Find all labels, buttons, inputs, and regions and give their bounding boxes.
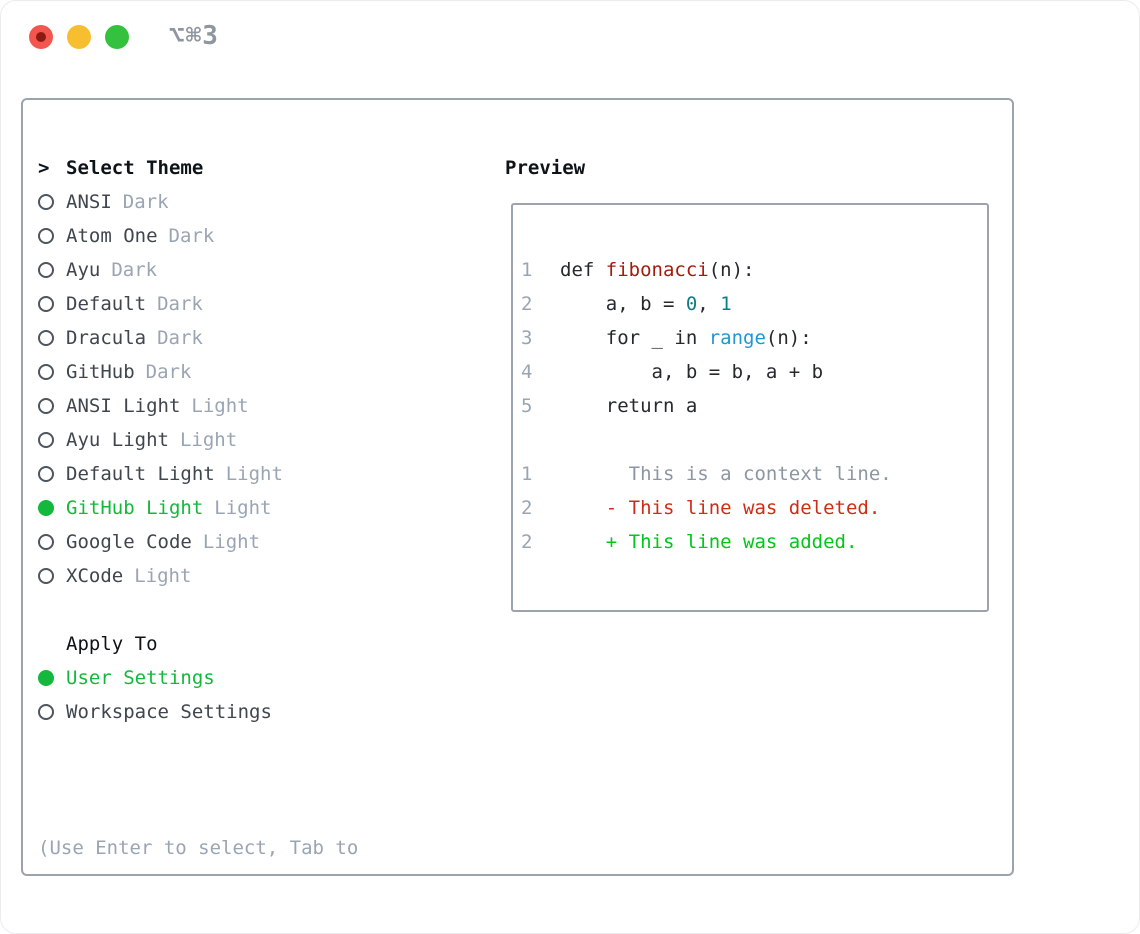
theme-option-ansi-dark[interactable]: ANSI Dark xyxy=(38,185,498,219)
theme-variant: Dark xyxy=(145,361,192,383)
builtin-token: range xyxy=(708,327,766,349)
theme-name: XCode xyxy=(66,565,124,587)
theme-option-default-light[interactable]: Default Light Light xyxy=(38,457,498,491)
theme-name: Dracula xyxy=(66,327,147,349)
radio-icon xyxy=(38,432,54,448)
apply-to-header: Apply To xyxy=(38,627,498,661)
theme-name: GitHub xyxy=(66,361,135,383)
select-theme-label: Select Theme xyxy=(66,157,204,179)
theme-option-ayu-dark[interactable]: Ayu Dark xyxy=(38,253,498,287)
code-line: 2 a, b = 0, 1 xyxy=(521,287,987,321)
theme-variant: Dark xyxy=(157,327,203,349)
radio-icon xyxy=(38,398,54,414)
radio-icon xyxy=(38,534,54,550)
function-token: fibonacci xyxy=(605,259,709,281)
apply-option-label: Workspace Settings xyxy=(66,701,272,723)
number-token: 1 xyxy=(720,293,732,315)
diff-added-line: 2 + This line was added. xyxy=(521,525,987,559)
line-number: 1 xyxy=(521,259,533,281)
radio-selected-icon xyxy=(38,500,54,516)
code-line: 4 a, b = b, a + b xyxy=(521,355,987,389)
theme-variant: Dark xyxy=(122,191,169,213)
theme-name: GitHub Light xyxy=(66,497,204,519)
fullscreen-button[interactable] xyxy=(105,25,129,49)
theme-option-github-light[interactable]: GitHub Light Light xyxy=(38,491,498,525)
theme-name: Ayu Light xyxy=(66,429,169,451)
theme-name: ANSI xyxy=(66,191,112,213)
close-button[interactable] xyxy=(29,25,53,49)
theme-name: Default Light xyxy=(66,463,215,485)
theme-name: Ayu xyxy=(66,259,101,281)
theme-name: Atom One xyxy=(66,225,158,247)
apply-option-user-settings[interactable]: User Settings xyxy=(38,661,498,695)
code-line: 3 for _ in range(n): xyxy=(521,321,987,355)
radio-icon xyxy=(38,466,54,482)
diff-deleted-line: 2 - This line was deleted. xyxy=(521,491,987,525)
theme-option-github-dark[interactable]: GitHub Dark xyxy=(38,355,498,389)
apply-to-section: Apply To User Settings Workspace Setting… xyxy=(38,627,498,729)
theme-variant: Light xyxy=(214,497,272,519)
theme-variant: Light xyxy=(179,429,238,451)
line-number: 4 xyxy=(521,361,533,383)
theme-option-default-dark[interactable]: Default Dark xyxy=(38,287,498,321)
theme-option-google-code[interactable]: Google Code Light xyxy=(38,525,498,559)
theme-option-xcode[interactable]: XCode Light xyxy=(38,559,498,593)
minimize-button[interactable] xyxy=(67,25,91,49)
apply-to-label: Apply To xyxy=(66,633,158,655)
apply-option-label: User Settings xyxy=(66,667,215,689)
code-line: 1 def fibonacci(n): xyxy=(521,253,987,287)
number-token: 0 xyxy=(685,293,698,315)
line-number: 2 xyxy=(521,497,533,519)
theme-variant: Dark xyxy=(168,225,215,247)
preview-pane: 1 def fibonacci(n): 2 a, b = 0, 1 3 for … xyxy=(511,203,989,612)
radio-icon xyxy=(38,568,54,584)
theme-option-dracula-dark[interactable]: Dracula Dark xyxy=(38,321,498,355)
window-title: ⌥⌘3 xyxy=(169,21,219,51)
line-number: 2 xyxy=(521,531,533,553)
help-line: (Use Enter to select, Tab to xyxy=(38,837,359,859)
theme-option-ayu-light[interactable]: Ayu Light Light xyxy=(38,423,498,457)
theme-variant: Light xyxy=(191,395,249,417)
radio-icon xyxy=(38,704,54,720)
focus-caret-icon: > xyxy=(38,157,50,179)
theme-picker-panel: > Select Theme ANSI Dark Atom One Dark A… xyxy=(21,98,1014,876)
radio-icon xyxy=(38,194,54,210)
apply-option-workspace-settings[interactable]: Workspace Settings xyxy=(38,695,498,729)
line-number: 2 xyxy=(521,293,533,315)
theme-variant: Dark xyxy=(157,293,203,315)
theme-option-atom-one-dark[interactable]: Atom One Dark xyxy=(38,219,498,253)
theme-variant: Light xyxy=(134,565,192,587)
theme-list: > Select Theme ANSI Dark Atom One Dark A… xyxy=(38,151,498,933)
line-number: 5 xyxy=(521,395,533,417)
theme-name: Default xyxy=(66,293,147,315)
line-number: 1 xyxy=(521,463,533,485)
select-theme-header: > Select Theme xyxy=(38,151,498,185)
diff-context-line: 1 This is a context line. xyxy=(521,457,987,491)
theme-name: ANSI Light xyxy=(66,395,181,417)
radio-selected-icon xyxy=(38,670,54,686)
radio-icon xyxy=(38,330,54,346)
titlebar: ⌥⌘3 xyxy=(1,1,1139,73)
radio-icon xyxy=(38,228,54,244)
radio-icon xyxy=(38,262,54,278)
radio-icon xyxy=(38,296,54,312)
close-dot-icon xyxy=(36,32,46,42)
theme-variant: Dark xyxy=(111,259,158,281)
theme-variant: Light xyxy=(202,531,261,553)
line-number: 3 xyxy=(521,327,533,349)
help-text: (Use Enter to select, Tab to change focu… xyxy=(38,763,498,933)
theme-variant: Light xyxy=(225,463,283,485)
theme-name: Google Code xyxy=(66,531,192,553)
preview-title: Preview xyxy=(505,157,586,179)
radio-icon xyxy=(38,364,54,380)
blank-line xyxy=(521,423,987,457)
code-line: 5 return a xyxy=(521,389,987,423)
theme-option-ansi-light[interactable]: ANSI Light Light xyxy=(38,389,498,423)
